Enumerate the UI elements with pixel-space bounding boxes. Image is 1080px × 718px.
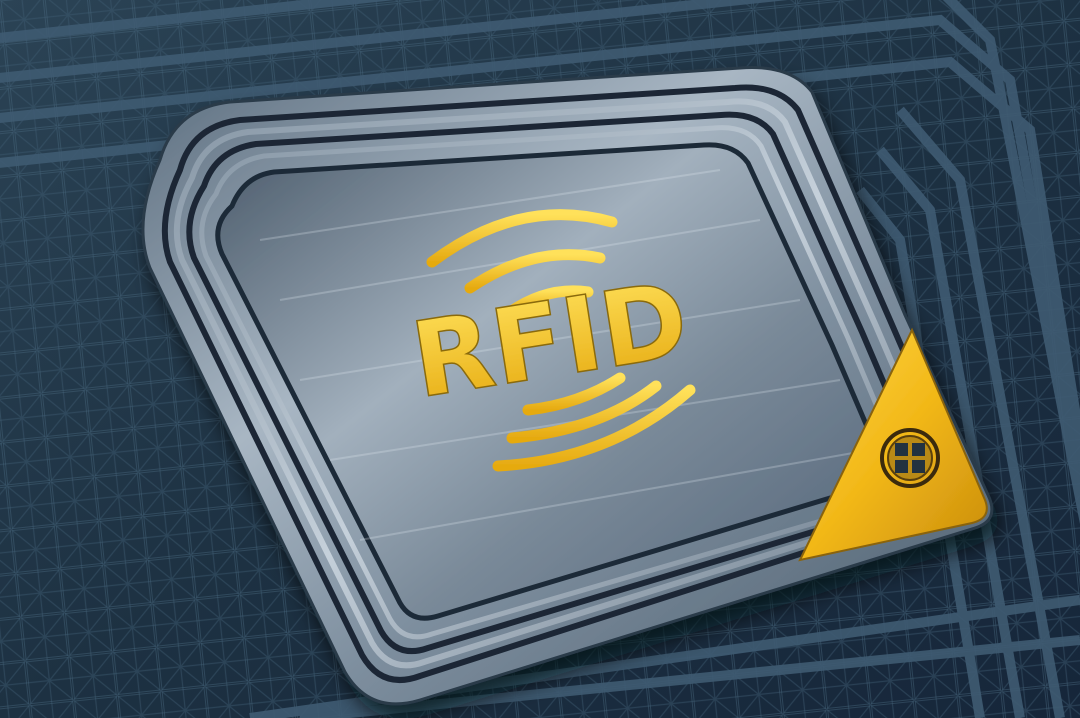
rfid-card: RFID	[141, 66, 994, 706]
wireless-waves-icon	[426, 209, 696, 472]
card-inner-plate	[215, 142, 894, 621]
chip-grid-icon	[880, 428, 940, 488]
